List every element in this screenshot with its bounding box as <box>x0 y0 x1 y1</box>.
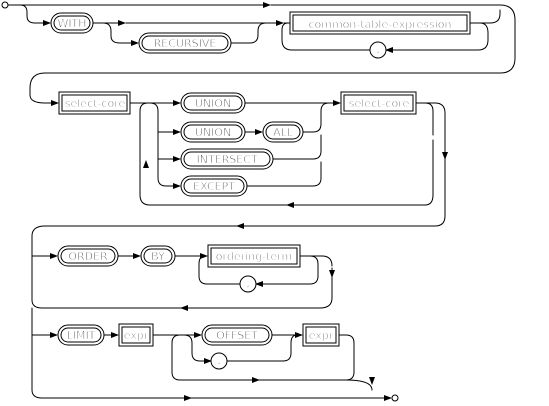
select-core-label-2: select-core <box>349 97 410 110</box>
order-by-row: ORDER BY ordering-term , <box>31 235 335 311</box>
intersect-terminal[interactable]: INTERSECT <box>180 148 274 170</box>
all-terminal[interactable]: ALL <box>262 121 304 143</box>
limit-expr-box[interactable]: expr <box>118 323 154 347</box>
ordering-term-box[interactable]: ordering-term <box>207 244 301 268</box>
select-core-label-1: select-core <box>65 97 126 110</box>
except-label: EXCEPT <box>193 180 235 193</box>
limit-terminal[interactable]: LIMIT <box>57 324 105 346</box>
union-label: UNION <box>195 97 231 110</box>
recursive-terminal[interactable]: RECURSIVE <box>138 32 232 54</box>
order-comma-separator[interactable]: , <box>239 275 257 293</box>
limit-comma-label: , <box>217 354 221 367</box>
ordering-term-label: ordering-term <box>216 250 292 263</box>
order-comma-label: , <box>246 277 250 290</box>
union-terminal[interactable]: UNION <box>180 92 246 114</box>
order-label: ORDER <box>68 250 108 263</box>
with-clause-row: WITH RECURSIVE common-table-expression , <box>1 1 516 104</box>
select-core-box-1[interactable]: select-core <box>58 91 131 115</box>
intersect-label: INTERSECT <box>196 153 257 166</box>
union-all-union-label: UNION <box>195 126 231 139</box>
except-terminal[interactable]: EXCEPT <box>180 175 248 197</box>
all-label: ALL <box>273 126 294 139</box>
offset-terminal[interactable]: OFFSET <box>201 324 273 346</box>
limit-row: LIMIT expr OFFSET expr , <box>31 307 399 402</box>
compound-select-row: select-core UNION UNION <box>31 91 448 251</box>
recursive-label: RECURSIVE <box>154 37 217 50</box>
by-terminal[interactable]: BY <box>140 245 176 267</box>
limit-label: LIMIT <box>67 329 96 342</box>
offset-expr-label: expr <box>309 329 334 342</box>
common-table-expression-box[interactable]: common-table-expression <box>289 11 471 35</box>
cte-comma-separator[interactable]: , <box>369 41 387 59</box>
limit-comma-separator[interactable]: , <box>210 352 228 370</box>
union-all-union-terminal[interactable]: UNION <box>180 121 246 143</box>
offset-expr-box[interactable]: expr <box>302 323 340 347</box>
with-label: WITH <box>57 17 86 30</box>
cte-comma-label: , <box>376 43 380 56</box>
offset-label: OFFSET <box>216 329 258 342</box>
common-table-expression-label: common-table-expression <box>308 18 451 31</box>
by-label: BY <box>151 250 165 263</box>
select-core-box-2[interactable]: select-core <box>340 91 417 115</box>
limit-expr-label: expr <box>124 329 149 342</box>
with-terminal[interactable]: WITH <box>50 12 94 34</box>
order-terminal[interactable]: ORDER <box>57 245 119 267</box>
